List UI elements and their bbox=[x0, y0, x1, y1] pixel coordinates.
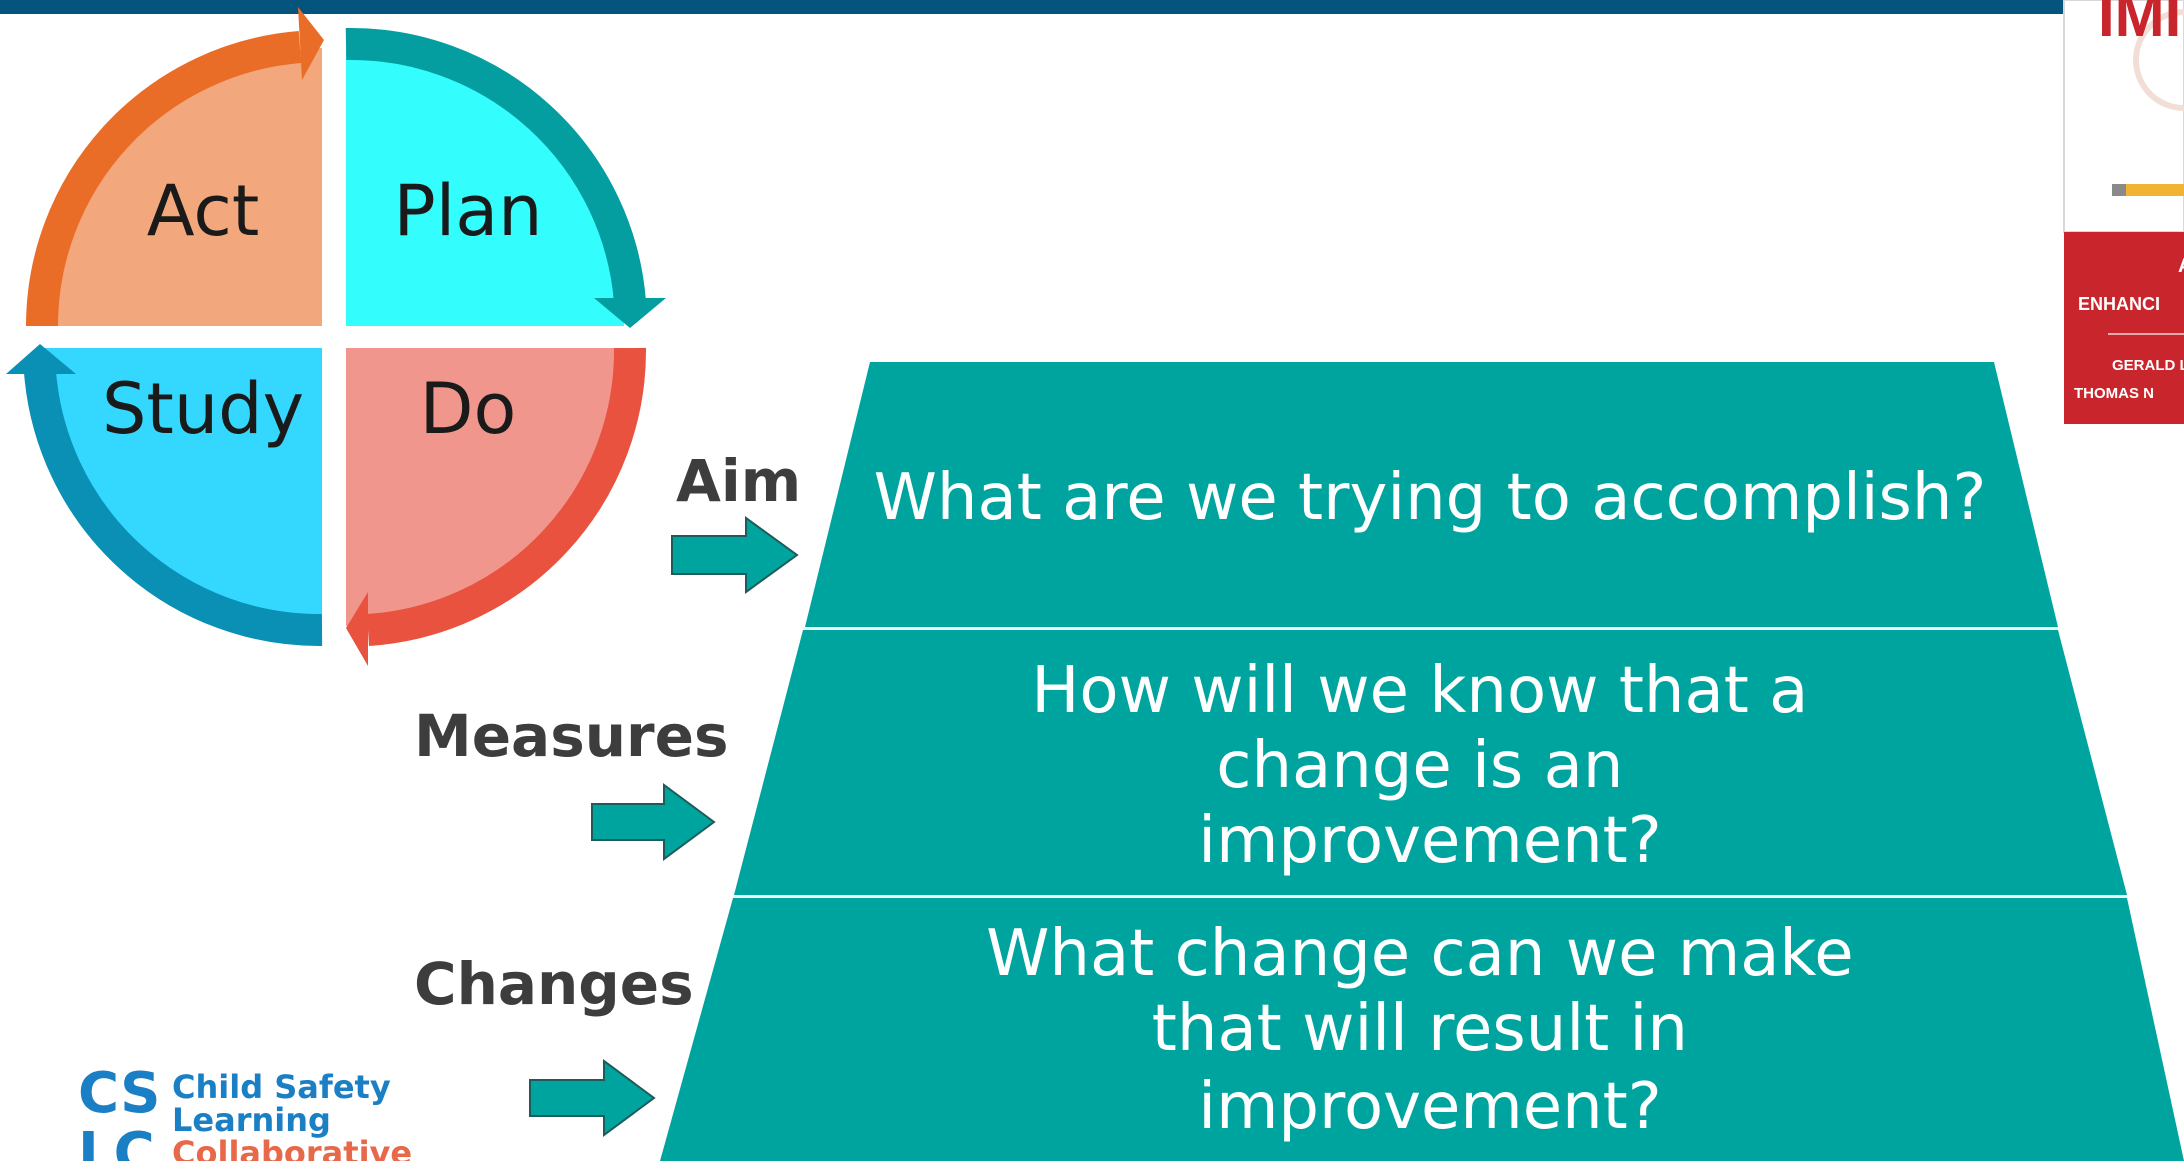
do-label: Do bbox=[420, 368, 517, 450]
logo-letters-lc: LC bbox=[78, 1121, 155, 1161]
book-author-2: THOMAS N bbox=[2074, 385, 2154, 402]
step-labels: Aim Measures Changes bbox=[414, 447, 801, 1137]
study-label: Study bbox=[102, 368, 304, 450]
book-title: IMI bbox=[2098, 0, 2181, 49]
pdsa-cycle: Act Plan Study Do bbox=[6, 7, 666, 666]
act-arrowhead-icon bbox=[298, 7, 324, 80]
act-quadrant bbox=[44, 48, 322, 326]
measures-arrow-icon bbox=[591, 783, 716, 861]
aim-question-line-1: What are we trying to accomplish? bbox=[874, 461, 1987, 535]
measures-question: How will we know that a change is an imp… bbox=[1031, 654, 1828, 878]
changes-tier bbox=[660, 898, 2184, 1161]
do-quadrant bbox=[346, 348, 624, 626]
header-bar bbox=[0, 0, 2184, 14]
measures-tier bbox=[734, 630, 2127, 895]
measures-question-line-1: How will we know that a bbox=[1031, 654, 1808, 728]
changes-question: What change can we make that will result… bbox=[986, 917, 1874, 1144]
logo-line-2: Learning bbox=[172, 1101, 331, 1139]
plan-label: Plan bbox=[394, 170, 543, 252]
do-arrow-arc bbox=[366, 347, 647, 646]
do-arrowhead-icon bbox=[346, 592, 368, 666]
changes-arrow-icon bbox=[529, 1059, 656, 1137]
logo-letters-cs: CS bbox=[78, 1061, 160, 1126]
book-cover: IMI A ENHANCI GERALD L THOMAS N bbox=[2063, 0, 2184, 424]
measures-question-line-3: improvement? bbox=[1198, 804, 1661, 878]
measures-question-line-2: change is an bbox=[1216, 729, 1623, 803]
book-cover-band bbox=[2064, 232, 2184, 424]
changes-question-line-2: that will result in bbox=[1152, 992, 1688, 1066]
pencil-icon bbox=[2112, 184, 2184, 196]
book-seal-mark bbox=[2133, 9, 2184, 111]
study-arrowhead-icon bbox=[6, 344, 76, 374]
plan-quadrant bbox=[346, 48, 624, 326]
model-for-improvement: What are we trying to accomplish? How wi… bbox=[660, 362, 2184, 1161]
act-arrow-arc bbox=[26, 31, 302, 327]
aim-arrow-icon bbox=[671, 516, 799, 594]
changes-question-line-3: improvement? bbox=[1198, 1070, 1661, 1144]
aim-label: Aim bbox=[676, 447, 801, 515]
changes-label: Changes bbox=[414, 950, 694, 1018]
study-quadrant bbox=[44, 348, 322, 626]
changes-question-line-1: What change can we make bbox=[986, 917, 1853, 991]
cslc-logo: CS LC Child Safety Learning Collaborativ… bbox=[78, 1061, 412, 1166]
measures-label: Measures bbox=[414, 702, 728, 770]
plan-arrow-arc bbox=[345, 27, 646, 304]
aim-tier bbox=[805, 362, 2058, 627]
act-label: Act bbox=[147, 170, 260, 252]
aim-question: What are we trying to accomplish? bbox=[874, 461, 1987, 535]
book-author-1: GERALD L bbox=[2112, 357, 2184, 374]
logo-line-1: Child Safety bbox=[172, 1068, 391, 1106]
book-subtitle-letter: A bbox=[2178, 255, 2184, 277]
book-subtitle: ENHANCI bbox=[2078, 294, 2160, 314]
plan-arrowhead-icon bbox=[594, 298, 666, 328]
logo-line-3: Collaborative bbox=[172, 1134, 412, 1161]
study-arrow-arc bbox=[24, 370, 323, 647]
